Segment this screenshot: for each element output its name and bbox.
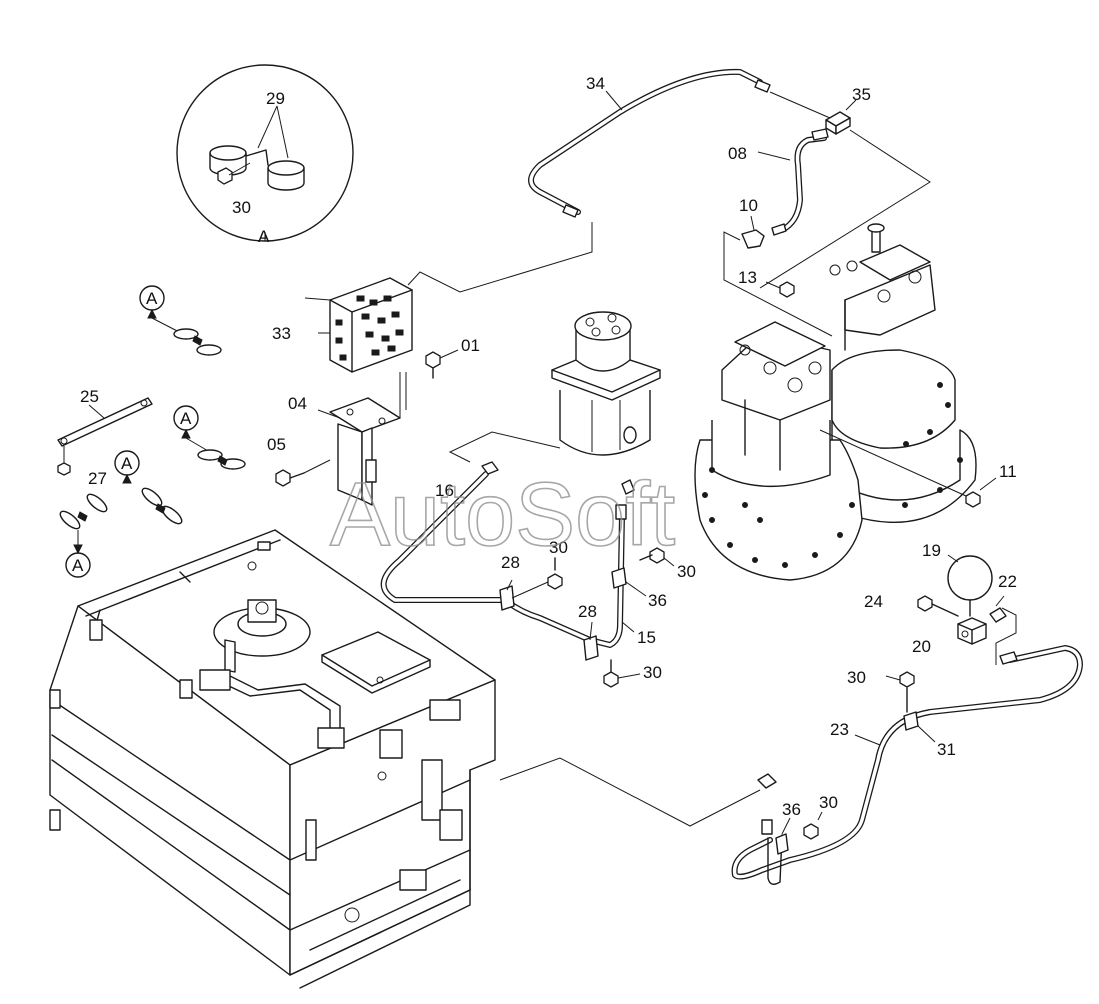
callout-a-1: A xyxy=(146,289,158,308)
clamp-callout-3 xyxy=(114,450,183,525)
label-30-right2: 30 xyxy=(819,793,838,812)
label-30-mid2: 30 xyxy=(677,562,696,581)
label-29: 29 xyxy=(266,89,285,108)
label-01: 01 xyxy=(461,336,480,355)
valve-block-33 xyxy=(304,277,413,373)
label-10: 10 xyxy=(739,196,758,215)
detail-view-label: A xyxy=(258,227,270,246)
pipe-23 xyxy=(499,645,1083,885)
elbow-10 xyxy=(723,215,833,337)
callout-a-3: A xyxy=(121,454,133,473)
label-30-detail: 30 xyxy=(232,198,251,217)
bracket-04 xyxy=(317,372,407,506)
pipe-34 xyxy=(407,68,771,293)
label-31: 31 xyxy=(937,740,956,759)
label-30-right1: 30 xyxy=(847,668,866,687)
label-34: 34 xyxy=(586,74,605,93)
bolt-05 xyxy=(275,459,331,487)
label-08: 08 xyxy=(728,144,747,163)
label-30-mid3: 30 xyxy=(643,663,662,682)
swing-motor-rear xyxy=(829,223,977,524)
label-11: 11 xyxy=(999,462,1017,481)
label-04: 04 xyxy=(288,394,307,413)
bracket-25 xyxy=(57,397,153,476)
bolt-11 xyxy=(819,429,997,508)
label-24: 24 xyxy=(864,592,883,611)
fitting-35 xyxy=(769,91,857,135)
clamp-callout-2 xyxy=(173,405,246,470)
label-33: 33 xyxy=(272,324,291,343)
label-30-mid1: 30 xyxy=(549,538,568,557)
label-13: 13 xyxy=(738,268,757,287)
pipe-08 xyxy=(757,128,931,289)
label-28-lower: 28 xyxy=(578,602,597,621)
label-28-upper: 28 xyxy=(501,553,520,572)
label-16: 16 xyxy=(435,481,454,500)
bolt-01 xyxy=(425,349,459,379)
detail-view-a xyxy=(176,64,354,242)
clamps-right xyxy=(775,671,936,855)
fitting-13 xyxy=(765,281,795,298)
label-36-lower: 36 xyxy=(782,800,801,819)
label-05: 05 xyxy=(267,435,286,454)
block-20 xyxy=(917,595,1017,665)
hydraulic-tank xyxy=(49,529,496,989)
label-35: 35 xyxy=(852,85,871,104)
swivel-joint xyxy=(551,311,661,456)
callout-a-2: A xyxy=(180,409,192,428)
label-36-upper: 36 xyxy=(648,591,667,610)
label-27: 27 xyxy=(88,469,107,488)
pipe-15 xyxy=(380,431,635,648)
label-23: 23 xyxy=(830,720,849,739)
label-20: 20 xyxy=(912,637,931,656)
swing-motor-front xyxy=(694,321,863,581)
bolts-30-middle xyxy=(511,547,675,688)
label-22: 22 xyxy=(998,572,1017,591)
clamps-28-36 xyxy=(499,567,647,661)
accumulator-19 xyxy=(947,554,993,617)
clamp-callout-1 xyxy=(139,285,222,356)
label-19: 19 xyxy=(922,541,941,560)
label-25: 25 xyxy=(80,387,99,406)
watermark: AutoSoft xyxy=(330,465,675,565)
clamp-callout-4 xyxy=(59,493,108,578)
label-15: 15 xyxy=(637,628,656,647)
callout-a-4: A xyxy=(72,556,84,575)
